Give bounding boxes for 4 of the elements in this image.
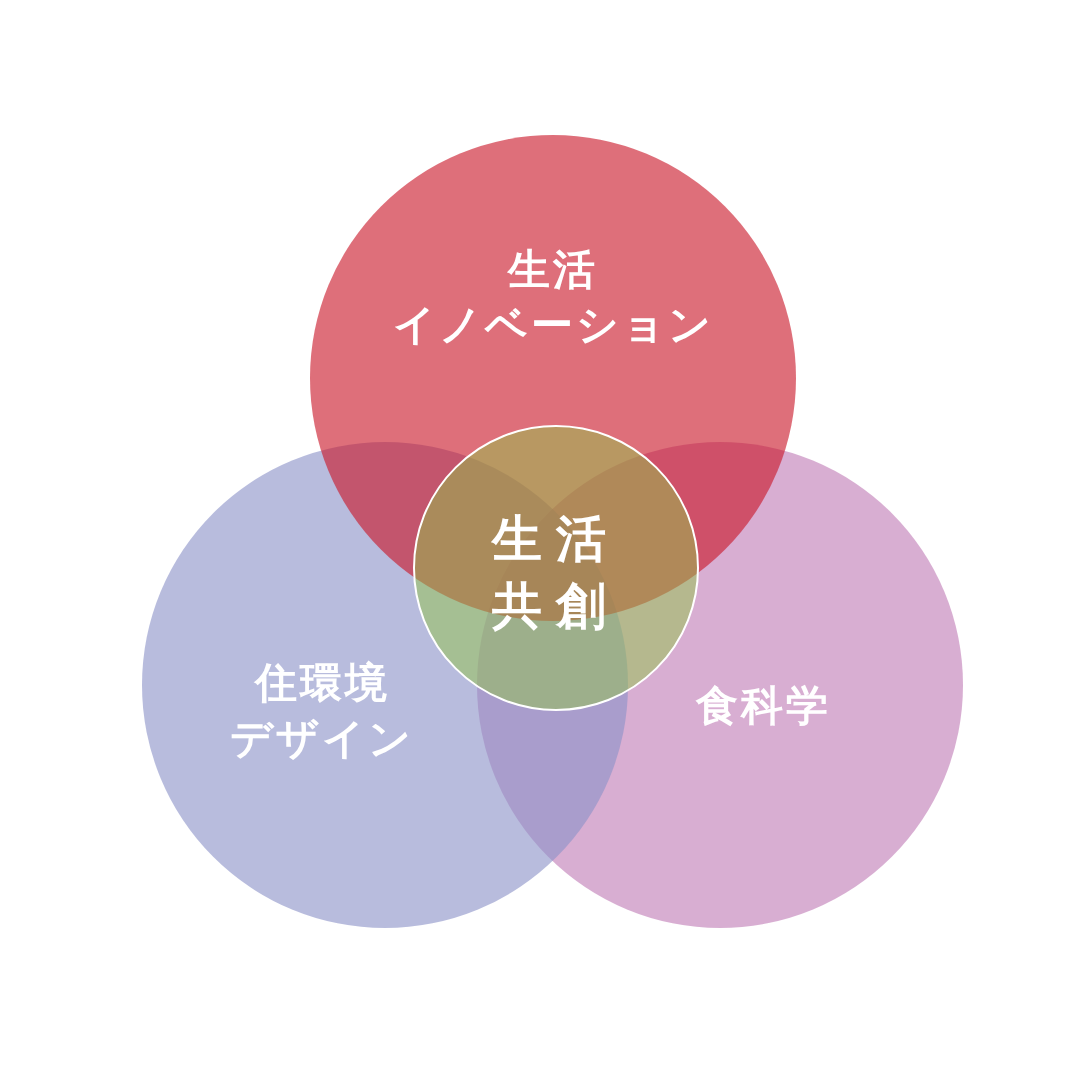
circle-label: 住環境デザイン: [230, 657, 414, 765]
circle-label: 生活イノベーション: [392, 244, 714, 351]
circle-label: 食科学: [695, 680, 831, 732]
circle-label: 生活共創: [492, 509, 620, 637]
